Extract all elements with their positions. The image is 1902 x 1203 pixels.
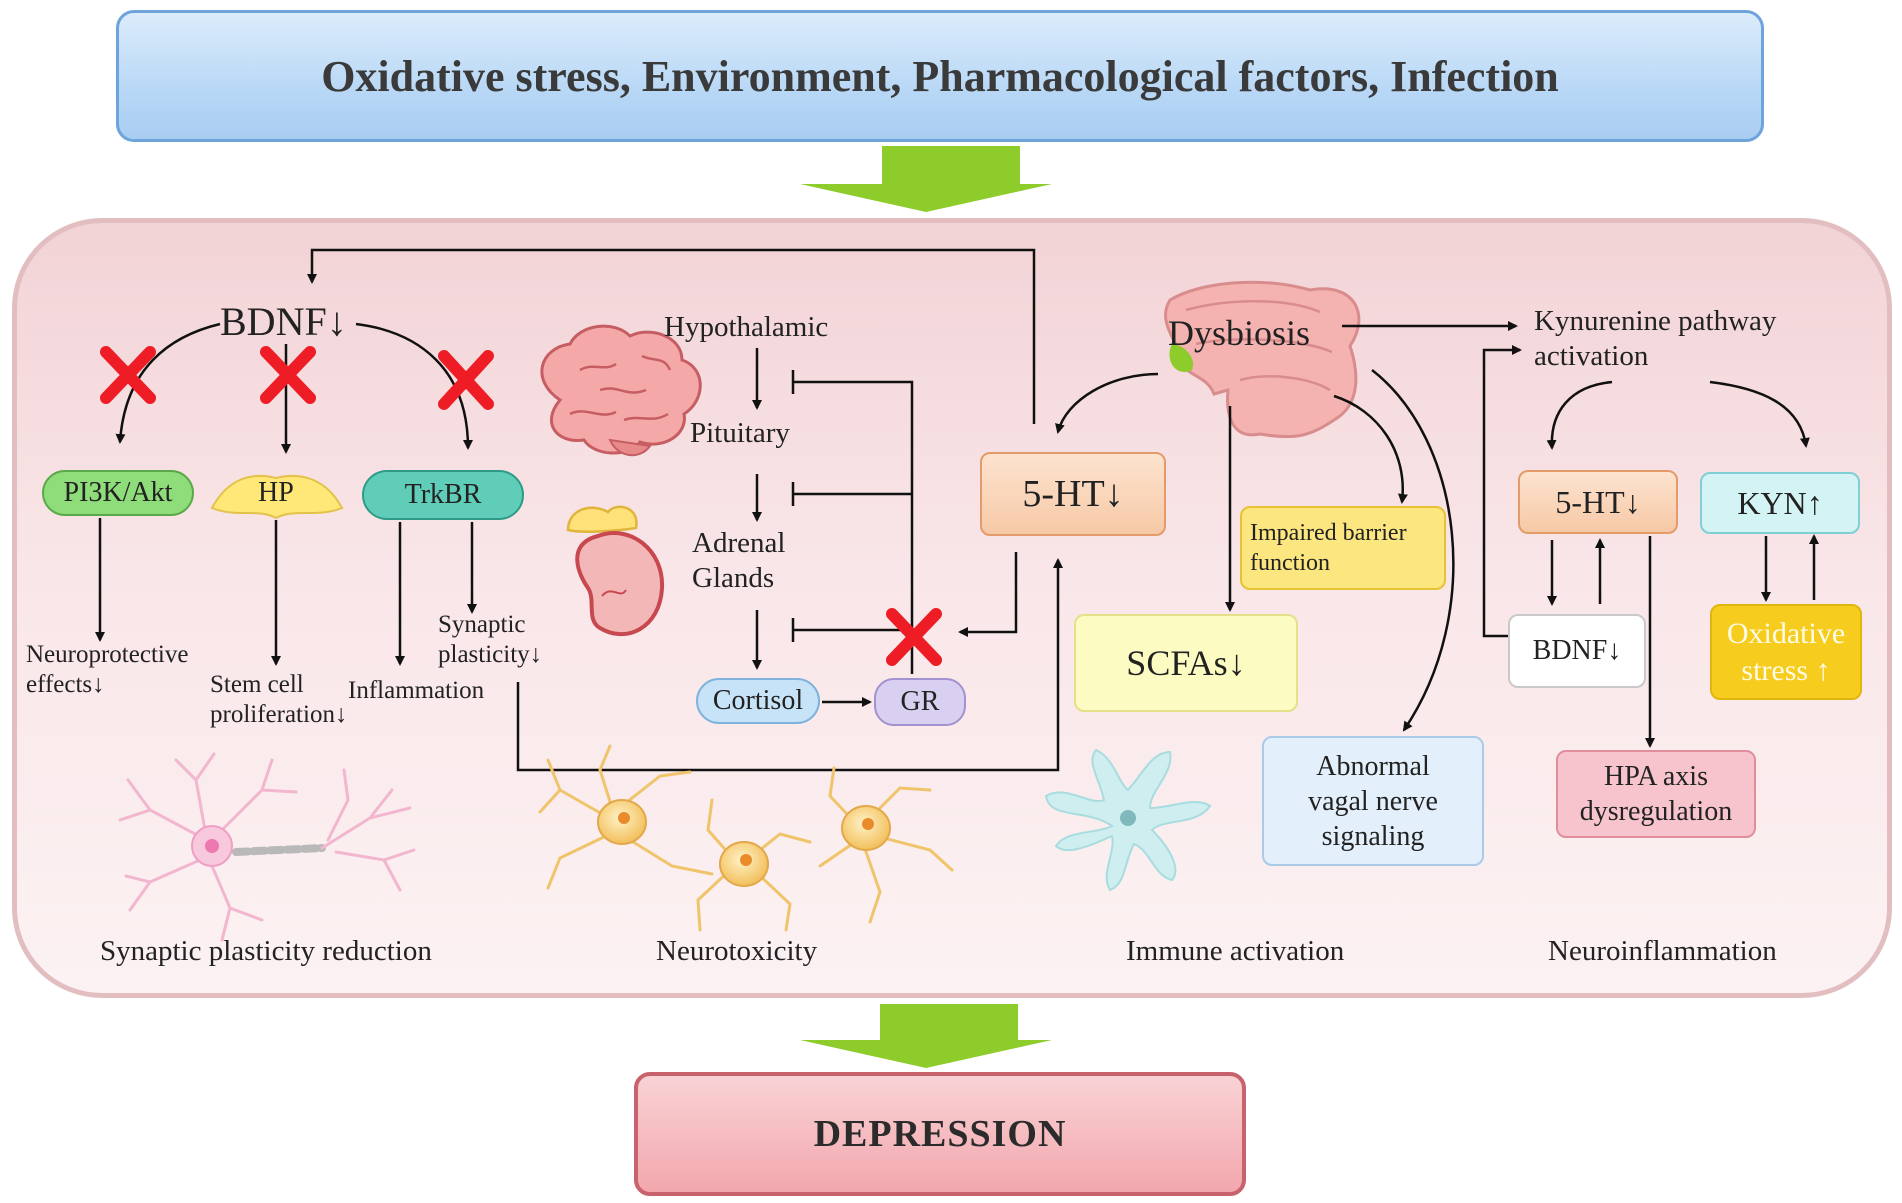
hp-label: HP [258, 477, 294, 508]
trkbr-node: TrkBR [362, 470, 524, 520]
neurotoxicity-caption: Neurotoxicity [656, 935, 818, 967]
vagal-nerve-node: Abnormal vagal nerve signaling [1262, 736, 1484, 866]
synaptic-caption: Synaptic plasticity reduction [100, 935, 432, 967]
cortisol-node: Cortisol [696, 678, 820, 724]
hpa-line-2: dysregulation [1579, 796, 1733, 827]
neuroinflammation-caption: Neuroinflammation [1548, 935, 1777, 967]
impaired-barrier-line-1: Impaired barrier [1250, 520, 1407, 546]
pituitary-label: Pituitary [690, 417, 790, 449]
kyn-serotonin-node: 5-HT↓ [1518, 470, 1678, 534]
kyn-bdnf-node: BDNF↓ [1508, 614, 1646, 688]
hp-shape [210, 474, 344, 520]
impaired-barrier-node: Impaired barrier function [1240, 506, 1446, 590]
synaptic-plasticity-label: Synaptic plasticity↓ [438, 610, 542, 670]
depression-label: DEPRESSION [813, 1113, 1067, 1155]
vagal-line-3: signaling [1321, 820, 1425, 852]
hpa-dysregulation-node: HPA axis dysregulation [1556, 750, 1756, 838]
hpa-line-1: HPA axis [1603, 761, 1708, 792]
dysbiosis-label: Dysbiosis [1168, 313, 1311, 353]
causes-banner: Oxidative stress, Environment, Pharmacol… [116, 10, 1764, 142]
impaired-barrier-line-2: function [1250, 550, 1330, 576]
scfas-node: SCFAs↓ [1074, 614, 1298, 712]
bdnf-label: BDNF↓ [220, 299, 347, 344]
gr-label: GR [900, 686, 940, 717]
adrenal-glands-label: Adrenal Glands [692, 526, 785, 596]
oxidative-line-1: Oxidative [1726, 616, 1846, 650]
synaptic-line-2: plasticity↓ [438, 641, 543, 668]
neuroprotective-line-1: Neuroprotective [26, 641, 189, 668]
down-arrow-bottom [800, 1004, 1052, 1068]
stem-cell-label: Stem cell proliferation↓ [210, 670, 347, 730]
kyn-node: KYN↑ [1700, 472, 1860, 534]
hypothalamic-label: Hypothalamic [664, 311, 829, 343]
gr-node: GR [874, 678, 966, 726]
oxidative-line-2: stress ↑ [1741, 654, 1831, 687]
stem-cell-line-2: proliferation↓ [210, 701, 348, 728]
pi3k-akt-node: PI3K/Akt [42, 470, 194, 516]
oxidative-stress-node: Oxidative stress ↑ [1710, 604, 1862, 700]
down-arrow-top [800, 146, 1052, 212]
kyn-serotonin-label: 5-HT↓ [1555, 483, 1641, 520]
kyn-bdnf-label: BDNF↓ [1532, 635, 1622, 666]
stem-cell-line-1: Stem cell [210, 671, 304, 698]
kynurenine-line-2: activation [1534, 339, 1649, 372]
causes-title: Oxidative stress, Environment, Pharmacol… [321, 51, 1559, 101]
serotonin-node: 5-HT↓ [980, 452, 1166, 536]
neuroprotective-label: Neuroprotective effects↓ [26, 640, 188, 700]
hp-node: HP [208, 468, 346, 522]
adrenal-line-2: Glands [692, 561, 775, 594]
pi3k-akt-label: PI3K/Akt [63, 477, 173, 508]
trkbr-label: TrkBR [404, 479, 482, 510]
adrenal-line-1: Adrenal [692, 527, 786, 559]
vagal-line-2: vagal nerve [1308, 785, 1438, 817]
depression-box: DEPRESSION [634, 1072, 1246, 1196]
inflammation-label: Inflammation [348, 677, 485, 704]
scfas-label: SCFAs↓ [1126, 643, 1246, 683]
immune-activation-caption: Immune activation [1126, 935, 1345, 967]
kyn-label: KYN↑ [1737, 484, 1823, 521]
serotonin-label: 5-HT↓ [1022, 473, 1124, 515]
synaptic-line-1: Synaptic [438, 611, 526, 638]
neuroprotective-line-2: effects↓ [26, 671, 105, 698]
kynurenine-label: Kynurenine pathway activation [1534, 304, 1776, 374]
cortisol-label: Cortisol [712, 685, 804, 716]
kynurenine-line-1: Kynurenine pathway [1534, 305, 1777, 337]
vagal-line-1: Abnormal [1316, 750, 1430, 782]
